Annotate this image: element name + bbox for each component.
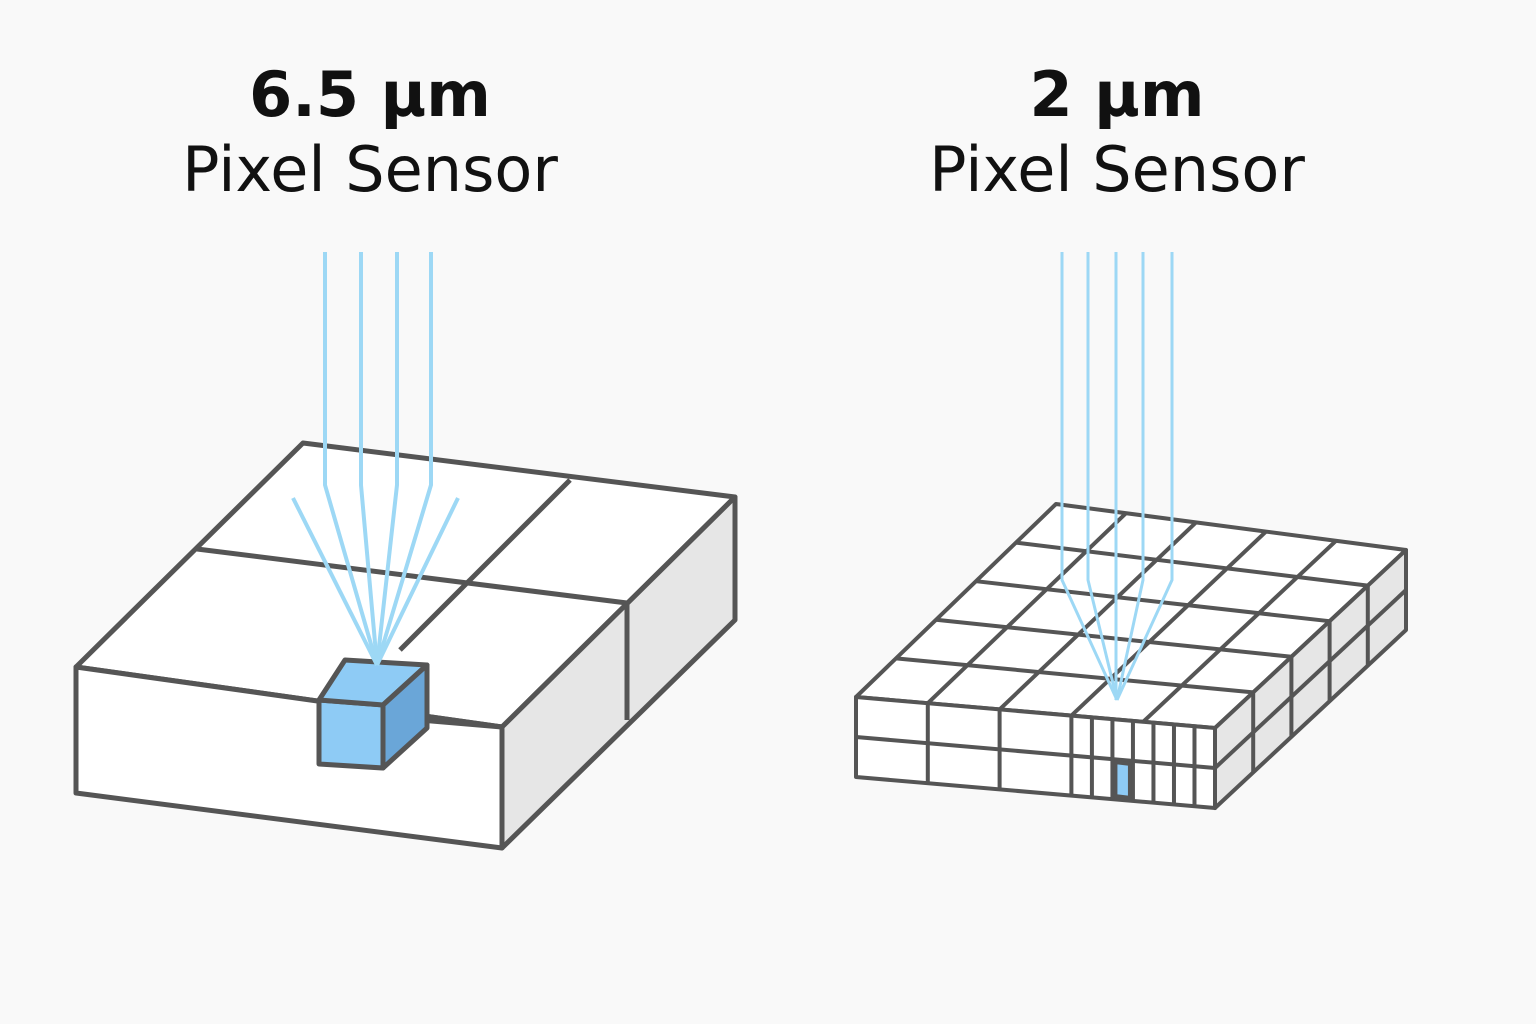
right-light-rays <box>1060 252 1174 701</box>
right-title: 2 µm Pixel Sensor <box>817 60 1417 210</box>
right-pixel-size: 2 µm <box>1029 58 1205 131</box>
left-pixel-label: Pixel Sensor <box>182 133 558 206</box>
left-title: 6.5 µm Pixel Sensor <box>70 60 670 210</box>
highlighted-pixel-side <box>380 662 430 771</box>
grid-line <box>926 511 1128 705</box>
right-pixel-label: Pixel Sensor <box>929 133 1305 206</box>
grid-line <box>895 656 1254 695</box>
grid-line <box>1141 539 1338 724</box>
grid-line <box>975 579 1330 624</box>
left-pixel-size: 6.5 µm <box>249 58 491 131</box>
grid-line <box>1213 588 1408 770</box>
large-pixel-sensor <box>73 440 738 851</box>
grid-line <box>935 617 1292 659</box>
grid-line <box>1070 530 1268 718</box>
grid-line <box>1015 540 1369 588</box>
left-light-rays <box>291 252 460 666</box>
highlighted-pixel-front <box>316 697 386 771</box>
highlighted-small-pixel <box>1113 760 1132 800</box>
small-pixel-sensor <box>854 502 1408 810</box>
